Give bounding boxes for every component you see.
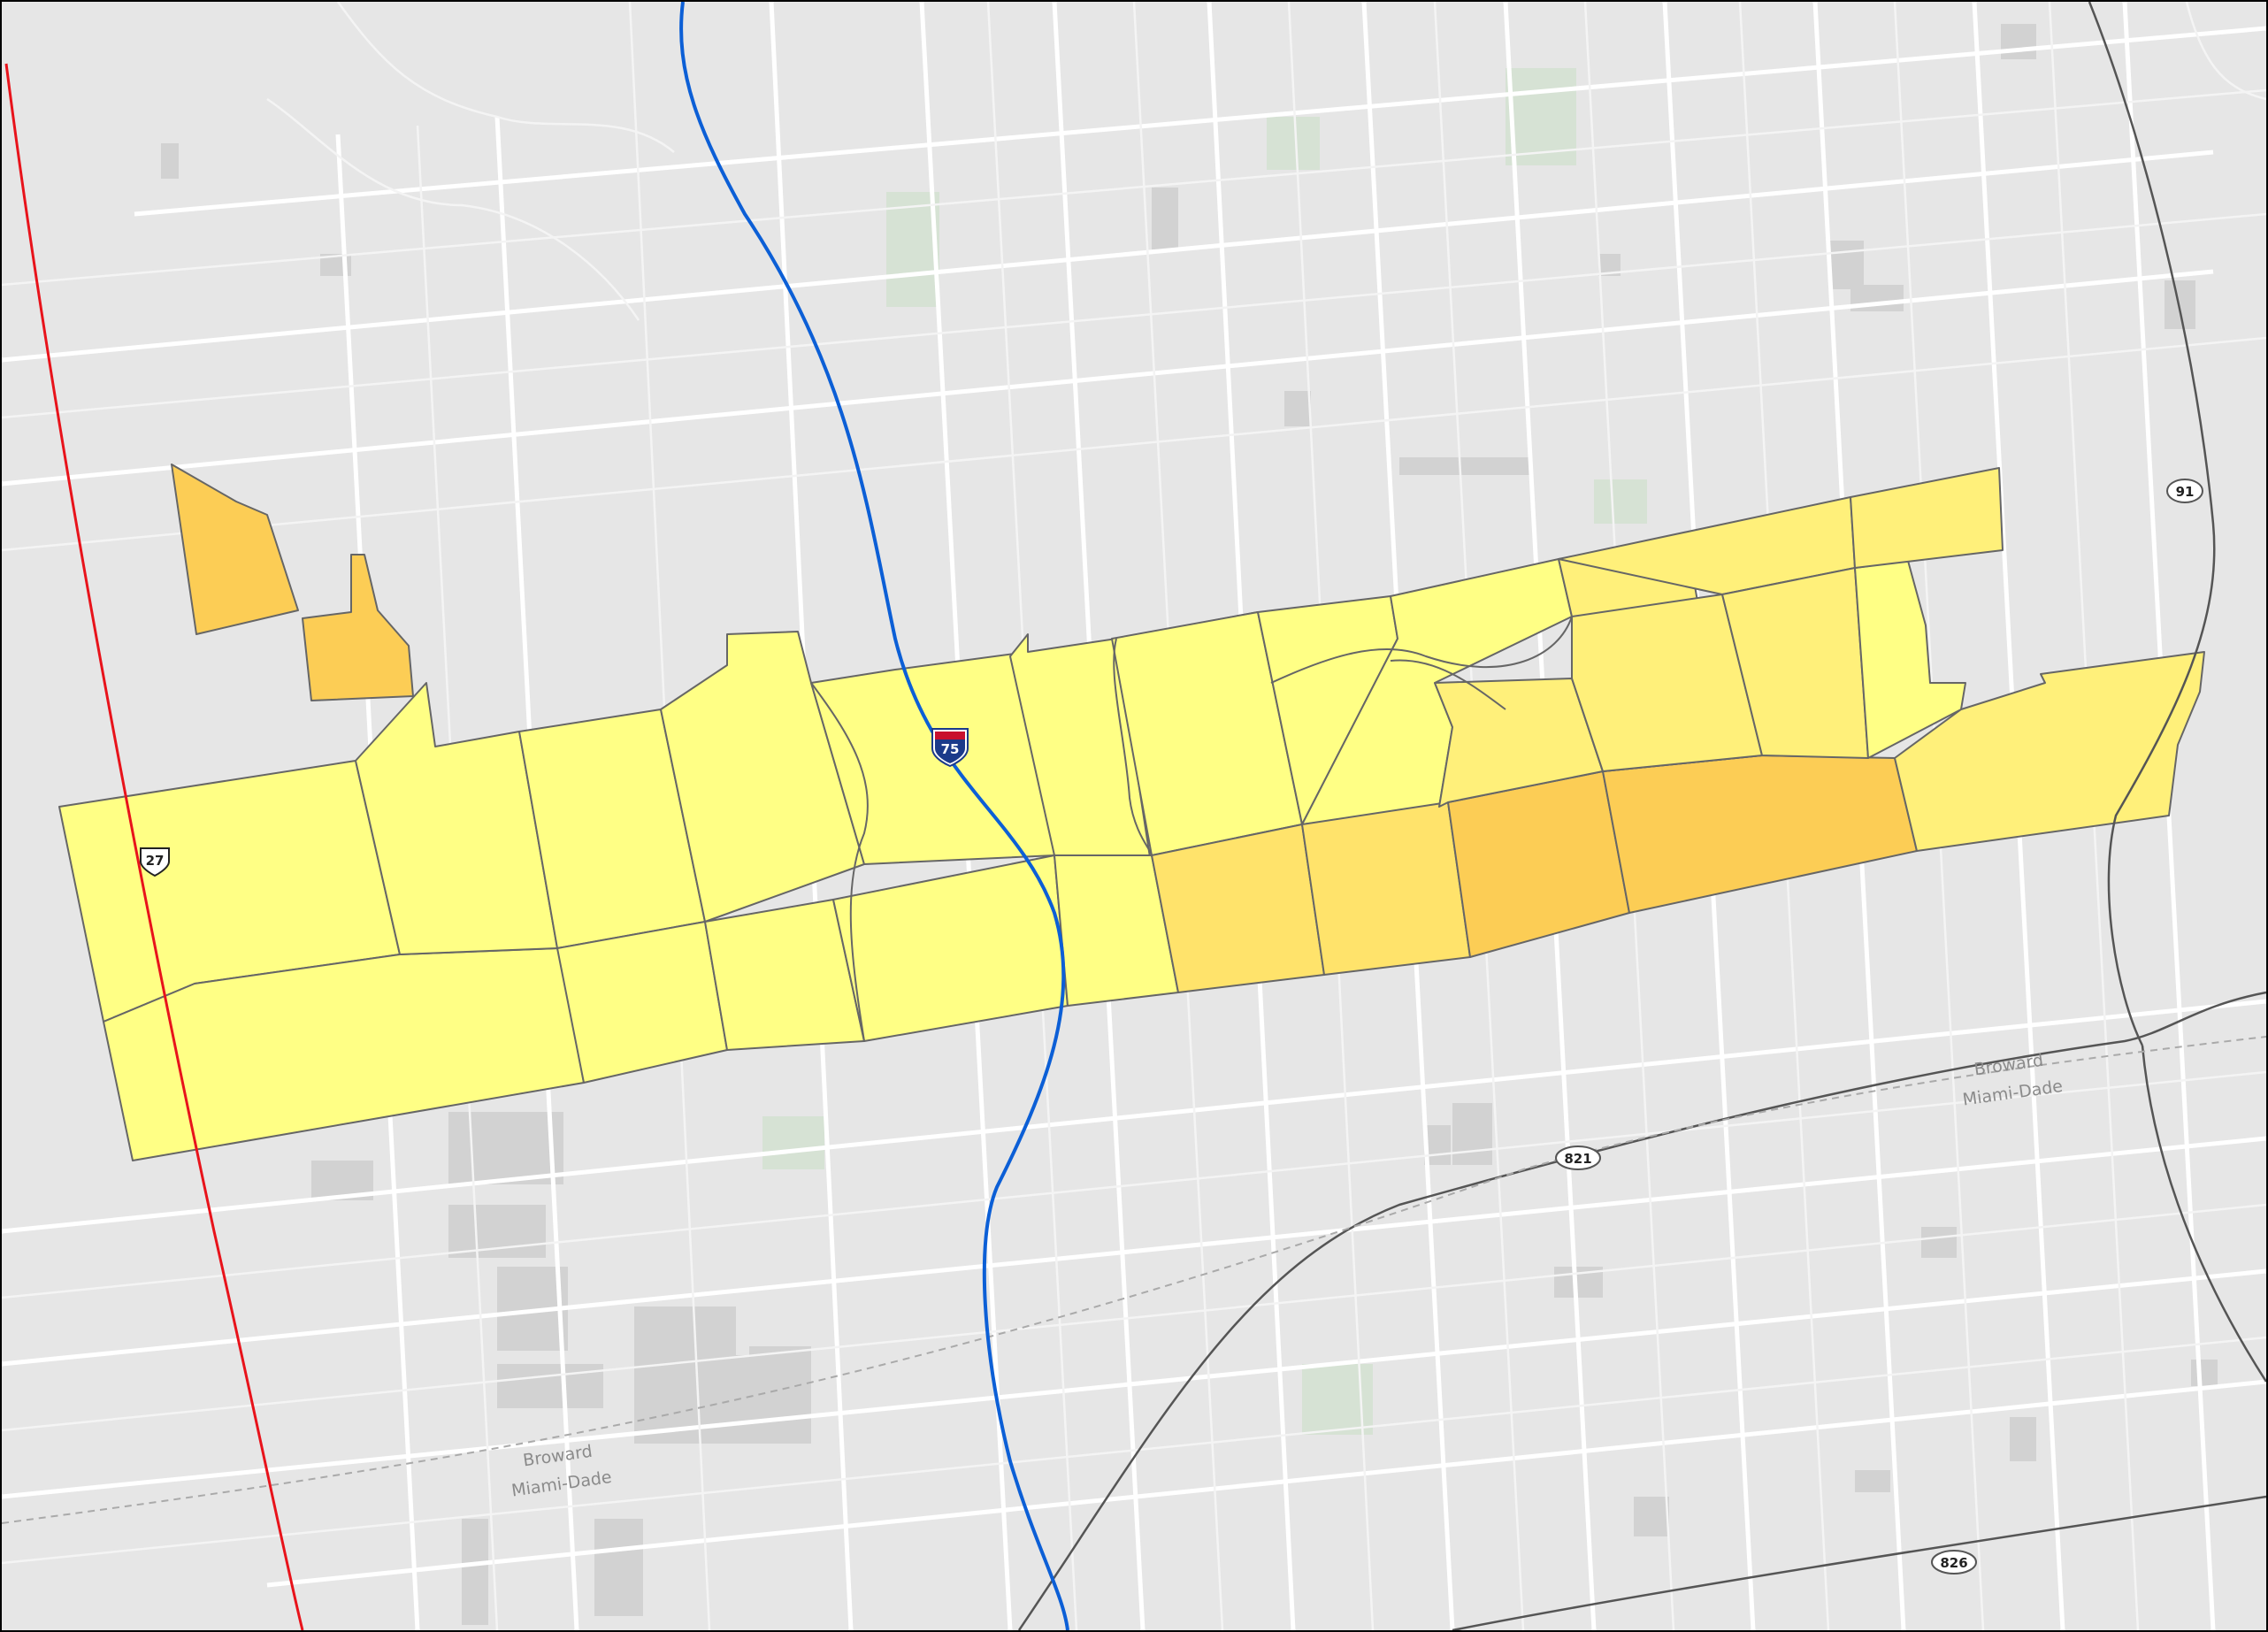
sr-821-shield-number: 821 (1564, 1151, 1591, 1167)
tract-t23[interactable] (1571, 594, 1763, 772)
tract-t28[interactable] (171, 464, 299, 635)
tract-t17[interactable] (1301, 801, 1471, 976)
state-road-821 (1017, 991, 2266, 1630)
sr-91-shield-number: 91 (2176, 484, 2195, 500)
us-highway-shield-27: 27 (140, 847, 170, 877)
sr-826-shield-number: 826 (1940, 1555, 1967, 1571)
tract-t16[interactable] (1151, 824, 1325, 993)
basemap-parks (762, 68, 1647, 1435)
county-boundary (2, 1036, 2266, 1524)
tract-t27[interactable] (1894, 651, 2205, 852)
tract-t25[interactable] (1854, 560, 1966, 759)
state-road-91 (2088, 2, 2216, 1046)
tract-t29[interactable] (302, 554, 414, 701)
us-highway-27 (4, 63, 304, 1630)
state-road-shield-826: 826 (1931, 1550, 1977, 1575)
tract-t06[interactable] (660, 631, 865, 923)
tract-t26[interactable] (1850, 467, 2004, 569)
state-road-826 (1452, 1495, 2266, 1630)
i-75-shield-number: 75 (941, 741, 960, 757)
interstate-75 (679, 2, 1069, 1630)
us-27-shield-number: 27 (146, 853, 165, 869)
state-road-91-south (2141, 1045, 2266, 1383)
interstate-shield-75: 75 (931, 728, 969, 768)
state-road-shield-91: 91 (2166, 479, 2203, 503)
state-road-shield-821: 821 (1555, 1145, 1601, 1170)
tract-inner-boundaries (810, 616, 1573, 1042)
